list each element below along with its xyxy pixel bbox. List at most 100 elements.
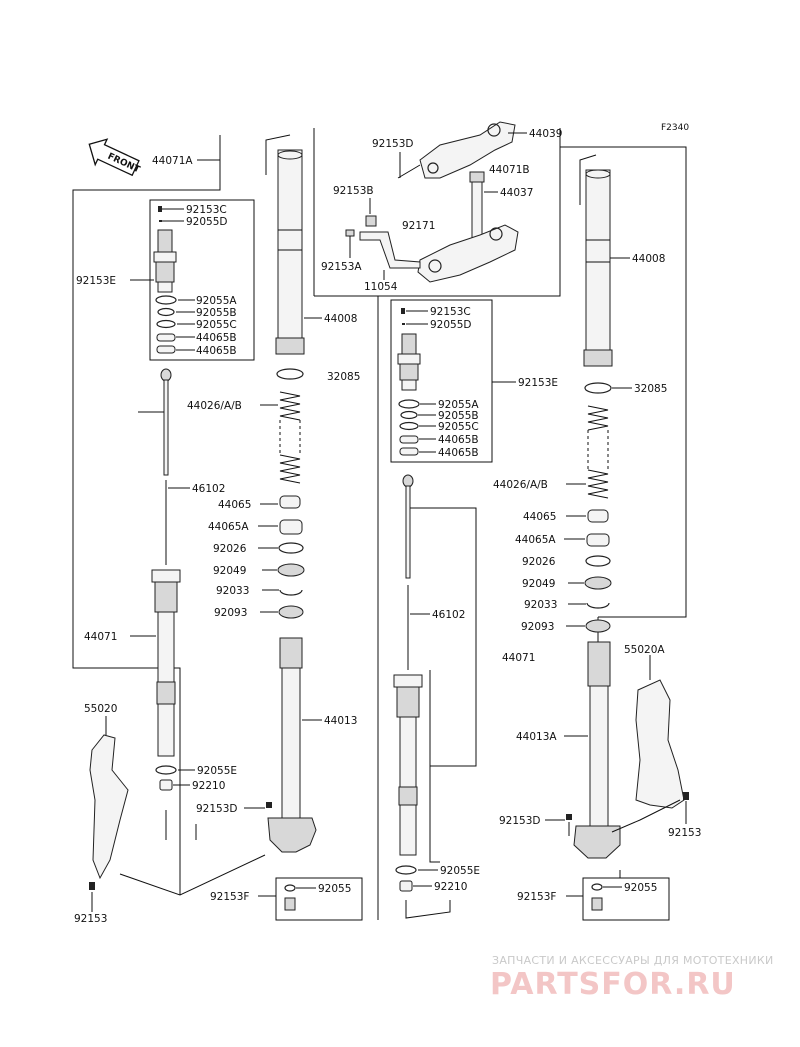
watermark: ЗАПЧАСТИ И АКСЕССУАРЫ ДЛЯ МОТОТЕХНИКИ PA… xyxy=(490,954,774,1002)
left-lower-tube-label: 44013 xyxy=(324,715,357,727)
right-guard-bolt xyxy=(683,792,689,800)
top-assembly: 92153D 44039 44071B 92153B 44037 92171 9… xyxy=(321,121,562,293)
left-bush-2-label: 44065A xyxy=(208,521,249,533)
right-bush-1-label: 44065 xyxy=(523,511,556,523)
left-washer-label: 92026 xyxy=(213,543,247,555)
right-washer-label-4: 44065B xyxy=(438,447,479,459)
left-bottom-washer-label: 92055 xyxy=(318,883,351,895)
left-oring-label: 32085 xyxy=(327,371,360,383)
left-assembly-label: 44071A xyxy=(152,155,193,167)
left-clip-label: 92033 xyxy=(216,585,249,597)
top-label-1: 44039 xyxy=(529,128,562,140)
watermark-top-line: ЗАПЧАСТИ И АКСЕССУАРЫ ДЛЯ МОТОТЕХНИКИ xyxy=(492,954,774,967)
left-dust-seal-label: 92093 xyxy=(214,607,247,619)
right-cap-group-box xyxy=(390,299,493,463)
right-outer-tube-label: 44008 xyxy=(632,253,665,265)
left-cap-label-0: 92153C xyxy=(186,204,227,216)
left-oring xyxy=(276,368,304,380)
top-box-border xyxy=(314,128,561,297)
left-bush-1 xyxy=(279,495,301,509)
right-clip-label: 92033 xyxy=(524,599,557,611)
top-label-3: 92153B xyxy=(333,185,374,197)
top-label-5: 92171 xyxy=(402,220,435,232)
left-outer-tube xyxy=(265,134,305,355)
left-gasket-label: 92055E xyxy=(197,765,237,777)
right-washer-label-2: 92055C xyxy=(438,421,479,433)
left-guard-bolt-label: 92153 xyxy=(74,913,107,925)
left-dust-seal xyxy=(278,605,304,619)
top-label-0: 92153D xyxy=(372,138,414,150)
top-label-6: 92153A xyxy=(321,261,362,273)
left-washer-label-1: 92055B xyxy=(196,307,237,319)
left-clip xyxy=(279,589,303,596)
right-dust-seal xyxy=(585,619,611,633)
left-rod-label: 46102 xyxy=(192,483,225,495)
right-gasket-label: 92055E xyxy=(440,865,480,877)
right-washer-label-0: 92055A xyxy=(438,399,479,411)
right-washer-92026 xyxy=(585,555,611,567)
left-guard xyxy=(89,734,129,880)
left-gasket xyxy=(155,765,177,775)
right-cartridge-label: 44071 xyxy=(502,652,535,664)
right-clip xyxy=(586,602,610,609)
left-bolt-f-label: 92153F xyxy=(210,891,249,903)
right-seal xyxy=(584,576,612,590)
right-lower-tube-label: 44013A xyxy=(516,731,557,743)
right-rod xyxy=(402,474,414,670)
right-cap-bolt-label: 92153E xyxy=(518,377,558,389)
left-bolt-d-label: 92153D xyxy=(196,803,238,815)
left-seal-label: 92049 xyxy=(213,565,246,577)
left-bottom-box xyxy=(275,877,363,921)
right-bottom-box xyxy=(582,877,670,921)
right-washer-label-3: 44065B xyxy=(438,434,479,446)
left-cap-bolt-label: 92153E xyxy=(76,275,116,287)
right-bush-1 xyxy=(587,509,609,523)
right-gasket xyxy=(395,865,417,875)
right-cap-bolt xyxy=(397,333,421,391)
right-bolt-f-label: 92153F xyxy=(517,891,556,903)
right-cartridge xyxy=(393,674,423,856)
right-plug xyxy=(399,880,413,892)
right-washer-label-1: 92055B xyxy=(438,410,479,422)
right-outer-tube xyxy=(579,154,613,367)
right-fork: 92153C 92055D 92153E 92055A 92055B 92055… xyxy=(390,146,701,921)
front-arrow-icon: FRONT xyxy=(88,138,142,177)
right-dust-seal-label: 92093 xyxy=(521,621,554,633)
right-cap-label-1: 92055D xyxy=(430,319,472,331)
right-oring xyxy=(584,382,612,394)
right-washer-label: 92026 xyxy=(522,556,556,568)
top-label-2: 44071B xyxy=(489,164,530,176)
right-cap-label-0: 92153C xyxy=(430,306,471,318)
right-seal-label: 92049 xyxy=(522,578,555,590)
top-label-7: 11054 xyxy=(364,281,398,293)
left-spring-label: 44026/A/B xyxy=(187,400,242,412)
right-guard-bolt-label: 92153 xyxy=(668,827,701,839)
left-lower-tube xyxy=(267,637,317,853)
left-bush-2 xyxy=(279,519,303,535)
left-washer-label-4: 44065B xyxy=(196,345,237,357)
left-cap-label-1: 92055D xyxy=(186,216,228,228)
right-oring-label: 32085 xyxy=(634,383,667,395)
left-outer-tube-label: 44008 xyxy=(324,313,357,325)
right-bolt-d-label: 92153D xyxy=(499,815,541,827)
diagram-code: F2340 xyxy=(661,123,689,133)
left-fork: 44071A 92153C 92055D 92153E 92055A 92055… xyxy=(72,134,363,925)
right-rod-label: 46102 xyxy=(432,609,465,621)
left-rod xyxy=(160,368,172,565)
right-guard xyxy=(635,679,685,809)
left-seal xyxy=(277,563,305,577)
left-washer-label-0: 92055A xyxy=(196,295,237,307)
left-spring xyxy=(279,391,301,484)
right-spring-label: 44026/A/B xyxy=(493,479,548,491)
left-cap-bolt xyxy=(153,229,177,293)
left-bush-1-label: 44065 xyxy=(218,499,251,511)
right-bush-2-label: 44065A xyxy=(515,534,556,546)
right-bottom-washer-label: 92055 xyxy=(624,882,657,894)
left-plug xyxy=(159,779,173,791)
left-washer-label-3: 44065B xyxy=(196,332,237,344)
right-lower-tube xyxy=(573,641,621,859)
left-washer-92026 xyxy=(278,542,304,554)
left-washer-label-2: 92055C xyxy=(196,319,237,331)
left-cartridge-label: 44071 xyxy=(84,631,117,643)
